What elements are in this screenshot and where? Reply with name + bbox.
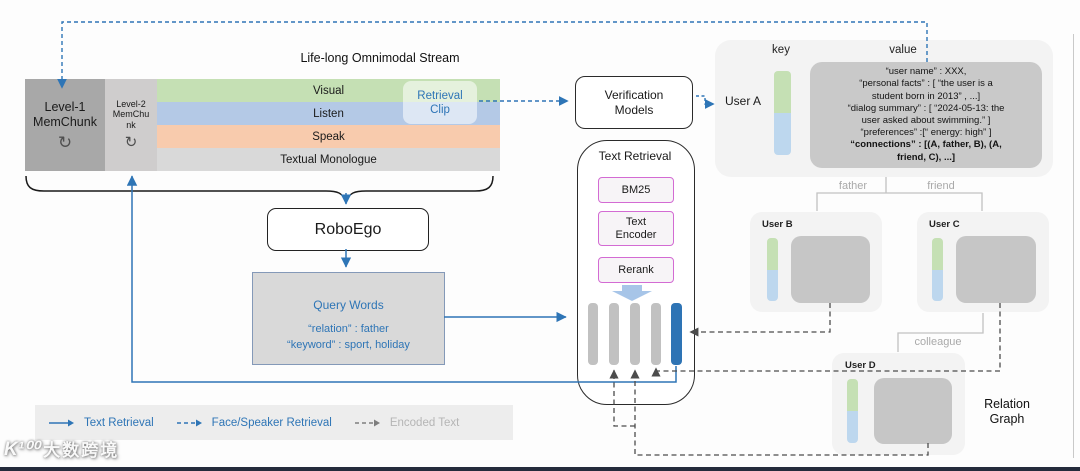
caption-line2: Graph: [989, 412, 1025, 426]
stream-row-speak: Speak: [157, 125, 500, 148]
caption-line1: Relation: [984, 397, 1030, 411]
key-label: key: [772, 44, 790, 56]
right-edge-line: [1073, 34, 1074, 458]
user-b-key-bar: [767, 238, 778, 301]
text-encoder-box: Text Encoder: [598, 211, 674, 246]
key-blue-segment: [847, 411, 858, 443]
user-a-value-box: “user name” : XXX, “personal facts” : [ …: [810, 62, 1042, 168]
user-b-label: User B: [762, 219, 793, 230]
legend: Text Retrieval Face/Speaker Retrieval En…: [35, 405, 513, 440]
key-green-segment: [767, 238, 778, 270]
watermark: K¹⁰⁰ 大数跨境: [4, 436, 119, 461]
value-label: value: [889, 44, 917, 56]
user-d-key-bar: [847, 379, 858, 443]
value-line: user asked about swimming.” ]: [861, 115, 991, 126]
value-line: “personal facts” : [ “the user is a: [859, 78, 993, 90]
stream-title: Life-long Omnimodal Stream: [300, 51, 460, 65]
query-relation-line: “relation” : father: [308, 323, 389, 335]
legend-encoded-text: Encoded Text: [389, 416, 460, 429]
selected-doc-bar: [671, 303, 682, 365]
level1-label-line1: Level-1: [44, 99, 86, 114]
verification-models-box: Verification Models: [575, 76, 693, 129]
key-blue-segment: [932, 269, 943, 301]
level2-label-line2: MemChu: [112, 109, 150, 120]
stream-row-textual-monologue: Textual Monologue: [157, 148, 500, 171]
level2-label-line3: nk: [126, 119, 136, 130]
edge-label-friend: friend: [927, 180, 955, 192]
verification-line1: Verification: [604, 87, 664, 102]
legend-face-speaker-retrieval: Face/Speaker Retrieval: [211, 416, 332, 429]
roboego-box: RoboEgo: [267, 208, 429, 251]
value-line: student born in 2013” , ...]: [871, 90, 981, 102]
retrieved-doc-bar: [630, 303, 640, 365]
retrieval-clip-line1: Retrieval: [417, 89, 463, 102]
user-b-value-box: [791, 236, 870, 303]
level2-label-line1: Level-2: [116, 98, 146, 109]
roboego-label: RoboEgo: [314, 220, 382, 238]
text-retrieval-title: Text Retrieval: [598, 149, 672, 163]
key-green-segment: [774, 71, 791, 113]
retrieval-clip-line2: Clip: [430, 103, 450, 116]
rerank-label: Rerank: [618, 263, 654, 276]
retrieved-doc-bar: [588, 303, 598, 365]
legend-dashed-blue-arrow-icon: [176, 419, 202, 426]
key-green-segment: [932, 238, 943, 270]
legend-text-retrieval: Text Retrieval: [84, 416, 154, 429]
text-encoder-line2: Encoder: [615, 228, 657, 241]
level1-memchunk-box: Level-1 MemChunk ↻: [25, 79, 105, 171]
bm25-label: BM25: [621, 183, 651, 196]
value-line: “dialog summary” : [ “2024-05-13: the: [847, 102, 1005, 114]
verification-line2: Models: [614, 102, 654, 117]
user-c-value-box: [956, 236, 1036, 303]
refresh-icon: ↻: [57, 132, 73, 152]
watermark-logo-icon: K¹⁰⁰: [4, 439, 40, 460]
query-words-title: Query Words: [313, 298, 384, 312]
user-c-label: User C: [929, 219, 960, 230]
watermark-text: 大数跨境: [43, 441, 120, 460]
rerank-box: Rerank: [598, 257, 674, 283]
level2-memchunk-box: Level-2 MemChu nk ↻: [105, 79, 157, 171]
text-encoder-line1: Text: [625, 215, 647, 228]
edge-label-father: father: [838, 180, 868, 192]
retrieved-doc-bar: [651, 303, 661, 365]
value-line: “user name” : XXX,: [885, 66, 967, 78]
key-blue-segment: [774, 113, 791, 155]
edge-label-colleague: colleague: [914, 336, 962, 348]
user-c-key-bar: [932, 238, 943, 301]
user-a-key-bar: [774, 71, 791, 155]
retrieval-clip-box: Retrieval Clip: [403, 81, 477, 124]
bm25-box: BM25: [598, 177, 674, 203]
user-a-label: User A: [724, 94, 761, 108]
legend-solid-arrow-icon: [49, 419, 74, 426]
key-green-segment: [847, 379, 858, 411]
refresh-icon: ↻: [124, 134, 138, 152]
level1-label-line2: MemChunk: [33, 114, 97, 129]
dashed-verification-to-usera: [696, 95, 715, 109]
bottom-bar: [0, 467, 1080, 471]
retrieved-doc-bar: [609, 303, 619, 365]
user-d-label: User D: [845, 360, 876, 371]
legend-dashed-gray-arrow-icon: [354, 419, 380, 426]
relation-graph-caption: Relation Graph: [974, 397, 1040, 427]
value-line-connections: friend, C), ...]: [896, 151, 956, 163]
user-d-value-box: [874, 378, 952, 444]
stream-brace: [25, 175, 494, 203]
query-keyword-line: “keyword” : sport, holiday: [287, 339, 410, 351]
relation-line-father-friend: [816, 192, 983, 211]
query-words-box: Query Words “relation” : father “keyword…: [252, 272, 445, 365]
key-blue-segment: [767, 269, 778, 301]
value-line: “preferences” :[“ energy: high” ]: [860, 127, 992, 139]
value-line-connections: “connections” : [(A, father, B), (A,: [850, 139, 1002, 151]
